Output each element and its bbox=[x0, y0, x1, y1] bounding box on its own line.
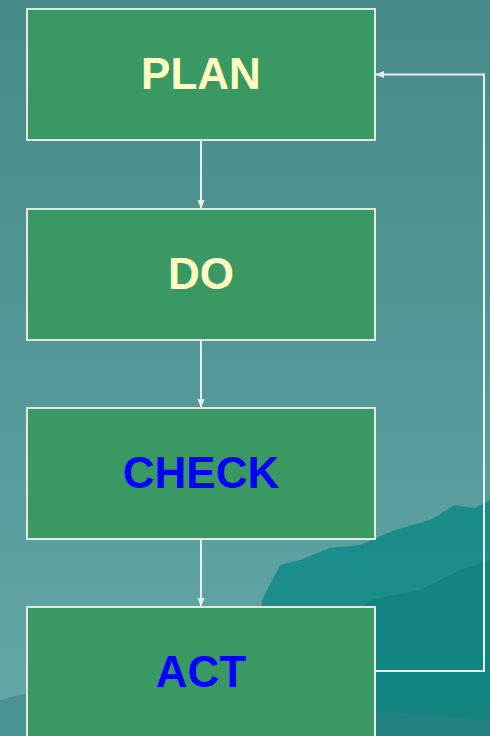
flow-arrow bbox=[200, 141, 202, 208]
stage-label: CHECK bbox=[123, 449, 279, 497]
process-box: CHECK bbox=[26, 407, 376, 540]
process-box: PLAN bbox=[26, 8, 376, 141]
flow-arrow bbox=[376, 75, 484, 672]
flow-arrow bbox=[200, 341, 202, 407]
stage-label: DO bbox=[168, 250, 234, 298]
process-box: ACT bbox=[26, 606, 376, 736]
flow-arrow bbox=[200, 540, 202, 606]
stage-label: PLAN bbox=[141, 50, 261, 98]
stage-label: ACT bbox=[156, 648, 246, 696]
process-box: DO bbox=[26, 208, 376, 341]
